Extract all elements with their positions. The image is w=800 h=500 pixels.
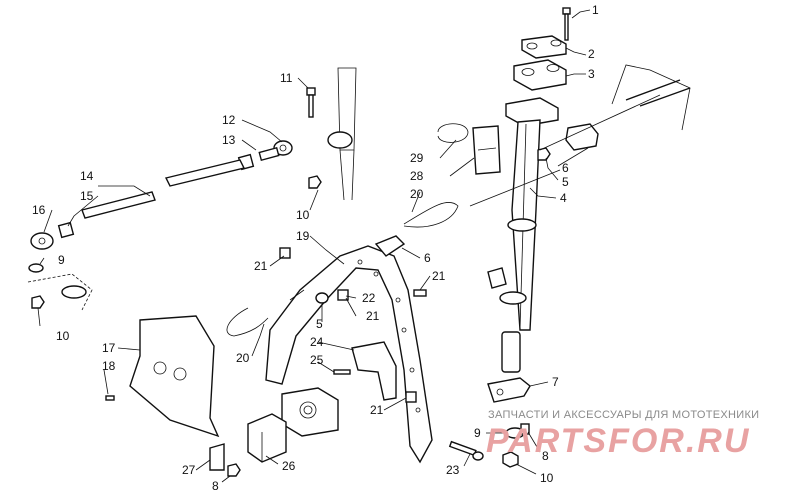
part-nut-bottom [502, 451, 519, 468]
callout-14: 14 [80, 169, 94, 183]
watermark-tagline: ЗАПЧАСТИ И АКСЕССУАРЫ ДЛЯ МОТОТЕХНИКИ [488, 409, 759, 421]
callout-24: 24 [310, 335, 324, 349]
part-steering-arm [487, 377, 531, 403]
callout-4: 4 [560, 191, 567, 205]
callout-18: 18 [102, 359, 116, 373]
callout-numbers: 1 2 3 4 5 6 7 8 9 10 11 12 13 14 15 16 9… [32, 3, 599, 493]
watermark-brand: PARTSFOR.RU [486, 422, 750, 460]
part-spring-clip [437, 123, 469, 143]
callout-10-mid: 10 [296, 208, 310, 222]
leader-lines [37, 9, 591, 483]
tie-rod-assembly [27, 67, 357, 311]
part-bracket-plate [505, 97, 559, 127]
callout-8-left: 8 [212, 479, 219, 493]
part-post-bushing [499, 291, 527, 305]
callout-10-left: 10 [56, 329, 70, 343]
callout-20-upper: 20 [410, 187, 424, 201]
callout-6-post: 6 [562, 161, 569, 175]
callout-16: 16 [32, 203, 46, 217]
callout-21-d: 21 [370, 403, 384, 417]
part-bushing-clamp [565, 123, 599, 151]
steering-post-assembly [437, 7, 691, 468]
callout-12: 12 [222, 113, 236, 127]
callout-26: 26 [282, 459, 296, 473]
part-lower-clamp [513, 59, 567, 91]
callout-5-frame: 5 [316, 317, 323, 331]
callout-9-right: 9 [474, 426, 481, 440]
callout-1: 1 [592, 3, 599, 17]
callout-11: 11 [280, 71, 293, 85]
callout-29: 29 [410, 151, 424, 165]
callout-3: 3 [588, 67, 595, 81]
frame-assembly [226, 169, 561, 464]
callout-22: 22 [362, 291, 376, 305]
callout-8-right: 8 [542, 449, 549, 463]
callout-5-post: 5 [562, 175, 569, 189]
callout-21-c: 21 [366, 309, 380, 323]
part-nut-right [520, 423, 530, 435]
callout-7: 7 [552, 375, 559, 389]
callout-17: 17 [102, 341, 116, 355]
part-lower-shaft [501, 331, 521, 373]
shield-assembly [105, 315, 339, 477]
callout-27: 27 [182, 463, 196, 477]
callout-13: 13 [222, 133, 236, 147]
callout-28: 28 [410, 169, 424, 183]
part-post-collar [507, 218, 537, 232]
callout-15: 15 [80, 189, 94, 203]
part-upper-clamp [521, 35, 567, 59]
callout-20-lower: 20 [236, 351, 250, 365]
watermark: ЗАПЧАСТИ И АКСЕССУАРЫ ДЛЯ МОТОТЕХНИКИ PA… [486, 409, 759, 460]
callout-21-a: 21 [254, 259, 268, 273]
callout-9-left: 9 [58, 253, 65, 267]
part-switch-housing [281, 387, 339, 437]
callout-2: 2 [588, 47, 595, 61]
part-seal-pad [472, 125, 501, 175]
part-bolt-top [562, 7, 571, 41]
callout-23: 23 [446, 463, 460, 477]
callout-25: 25 [310, 353, 324, 367]
callout-10-right: 10 [540, 471, 554, 485]
callout-19: 19 [296, 229, 310, 243]
callout-21-b: 21 [432, 269, 446, 283]
part-junction-box [247, 413, 287, 463]
callout-6-frame: 6 [424, 251, 431, 265]
